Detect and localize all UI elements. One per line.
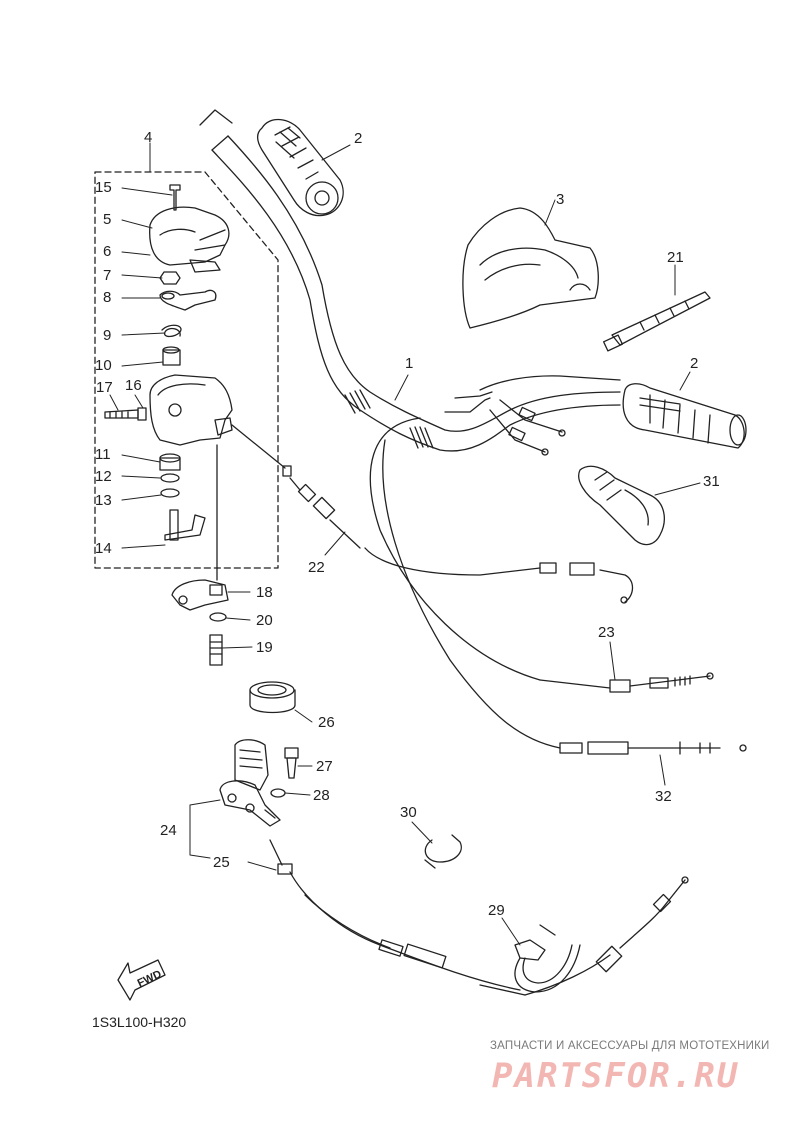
fwd-arrow-icon [117, 959, 166, 1001]
callout-13: 13 [95, 492, 112, 509]
strap-29-part [514, 924, 581, 993]
callout-12: 12 [95, 468, 112, 485]
callout-11: 11 [95, 446, 111, 463]
ring-26-part [249, 681, 296, 714]
grip-left-part [256, 118, 344, 217]
callout-18: 18 [256, 584, 273, 601]
callout-19: 19 [256, 639, 273, 656]
clip-30-part [424, 834, 462, 869]
lever-assembly-24-part [219, 739, 281, 827]
callout-21: 21 [667, 249, 684, 266]
handlebar-part [199, 109, 621, 452]
callout-30: 30 [400, 804, 417, 821]
callout-22: 22 [308, 559, 325, 576]
bolt-27-part [284, 747, 299, 779]
callout-25: 25 [213, 854, 230, 871]
callout-29: 29 [488, 902, 505, 919]
callout-2-right: 2 [690, 355, 698, 372]
callout-6: 6 [103, 243, 111, 260]
fwd-label: FWD [136, 968, 164, 989]
callout-20: 20 [256, 612, 273, 629]
callout-24: 24 [160, 822, 177, 839]
callout-14: 14 [95, 540, 112, 557]
callout-17: 17 [96, 379, 113, 396]
washer-28-part [270, 788, 286, 798]
handlebar-switch-assembly [104, 184, 233, 666]
boot-part [578, 465, 665, 546]
callout-27: 27 [316, 758, 333, 775]
switch-assembly-group-box [94, 171, 279, 569]
callout-26: 26 [318, 714, 335, 731]
callout-15: 15 [95, 179, 112, 196]
callout-9: 9 [103, 327, 111, 344]
callout-16: 16 [125, 377, 142, 394]
callout-31: 31 [703, 473, 720, 490]
callout-28: 28 [313, 787, 330, 804]
diagram-code: 1S3L100-H320 [92, 1014, 186, 1030]
callout-10: 10 [95, 357, 112, 374]
callout-8: 8 [103, 289, 111, 306]
callout-3: 3 [556, 191, 564, 208]
callout-labels: 2 3 21 1 2 31 4 15 5 6 7 8 9 10 16 17 11… [92, 129, 720, 1030]
callout-5: 5 [103, 211, 111, 228]
callout-leader-lines [109, 142, 701, 946]
watermark-subtitle: ЗАПЧАСТИ И АКСЕССУАРЫ ДЛЯ МОТОТЕХНИКИ [490, 1040, 770, 1052]
callout-1: 1 [405, 355, 413, 372]
cable-25-part [269, 839, 689, 996]
callout-7: 7 [103, 267, 111, 284]
callout-2-left: 2 [354, 130, 362, 147]
cable-32-part [382, 439, 747, 755]
cable-22-part [231, 424, 634, 604]
callout-23: 23 [598, 624, 615, 641]
callout-32: 32 [655, 788, 672, 805]
throttle-cable-loop [369, 417, 714, 693]
grip-right-part [622, 383, 747, 449]
handlebar-pad-part [462, 207, 599, 329]
callout-4: 4 [144, 129, 152, 146]
throttle-cable-ends [444, 391, 566, 456]
cable-tie-part [602, 291, 711, 352]
watermark-logo: PARTSFOR.RU [492, 1056, 740, 1096]
